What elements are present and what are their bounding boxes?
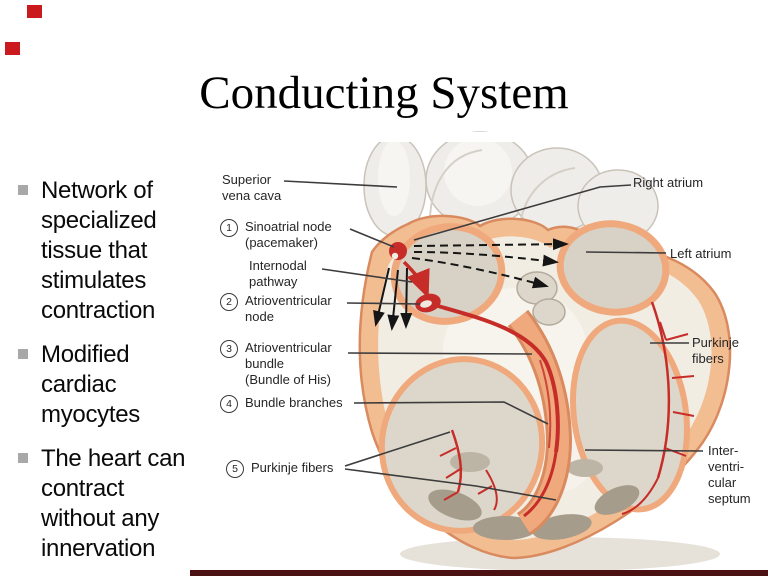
bullet-item: The heart can contract without any inner… [18,444,213,564]
bullet-line: cardiac [41,371,117,398]
callout-lines [283,180,704,501]
label-right-atrium: Right atrium [633,175,704,190]
callout-sinoatrial-node [349,228,395,248]
bullet-square-icon [18,349,28,359]
decor-red-square-top [27,5,42,18]
down-arrow [400,267,413,329]
sa-node [389,242,407,260]
label-purkinje-fibers-right: Purkinje fibers [692,335,739,366]
callout-internodal-pathway [321,268,413,283]
valve-bump [532,298,566,326]
bullet-line: specialized [41,207,157,234]
purkinje-tree-left [650,301,671,479]
bullet-list: Network of specialized tissue that stimu… [18,176,213,576]
circled-number-2: 2 [220,293,238,311]
left-atrium-chamber [556,220,670,316]
bullet-text: Network of specialized tissue that stimu… [41,176,157,326]
decor-bottom-bar [190,570,768,576]
bullet-line: tissue that [41,237,148,264]
bullet-item: Network of specialized tissue that stimu… [18,176,213,326]
bullet-text: The heart can contract without any inner… [41,444,186,564]
bullet-line: Network of [41,177,153,204]
av-bundle-path [437,304,560,453]
circled-number-1: 1 [220,219,238,237]
bullet-item: Modified cardiac myocytes [18,340,213,430]
label-atrioventricular-node: 2 Atrioventricular node [220,293,332,325]
great-vessels [340,131,660,243]
bullet-square-icon [18,185,28,195]
bullet-line: without any [41,505,160,532]
label-purkinje-fibers-left: 5 Purkinje fibers [226,460,333,478]
callout-superior-vena-cava [283,180,398,188]
label-atrioventricular-bundle: 3 Atrioventricular bundle (Bundle of His… [220,340,332,388]
callout-iv-septum [584,449,704,452]
conduction-system [437,301,695,518]
decor-red-square-left [5,42,20,55]
callout-bundle-branches [353,401,549,425]
bullet-square-icon [18,453,28,463]
bullet-line: The heart can [41,445,186,472]
bullet-line: myocytes [41,401,140,428]
callout-left-atrium [585,251,667,254]
callout-av-bundle [347,352,533,355]
down-arrow [373,267,390,327]
bullet-line: contraction [41,297,156,324]
callout-right-atrium [413,184,632,241]
bullet-line: stimulates [41,267,147,294]
label-interventricular-septum: Inter- ventri- cular septum [708,443,751,506]
slide-title: Conducting System [199,67,569,119]
label-sinoatrial-node: 1 Sinoatrial node (pacemaker) [220,219,332,251]
bullet-text: Modified cardiac myocytes [41,340,140,430]
circled-number-4: 4 [220,395,238,413]
label-internodal-pathway: Internodal pathway [249,258,307,289]
bullet-line: innervation [41,535,156,562]
bullet-line: contract [41,475,124,502]
circled-number-5: 5 [226,460,244,478]
purkinje-tree-right [450,429,463,493]
label-bundle-branches: 4 Bundle branches [220,395,343,413]
callout-av-node [346,302,421,305]
circled-number-3: 3 [220,340,238,358]
dashed-arrow [413,251,559,267]
left-ventricle-chamber [569,317,691,513]
label-left-atrium: Left atrium [670,246,732,261]
bundle-branch-path [523,451,558,518]
dashed-arrow [411,257,549,289]
callout-purkinje-1 [344,431,451,467]
impulse-arrows [373,238,569,331]
label-superior-vena-cava: Superior vena cava [222,172,282,203]
callout-purkinje-2 [344,468,557,501]
bullet-line: Modified [41,341,130,368]
sa-to-av-arrow [402,260,430,299]
